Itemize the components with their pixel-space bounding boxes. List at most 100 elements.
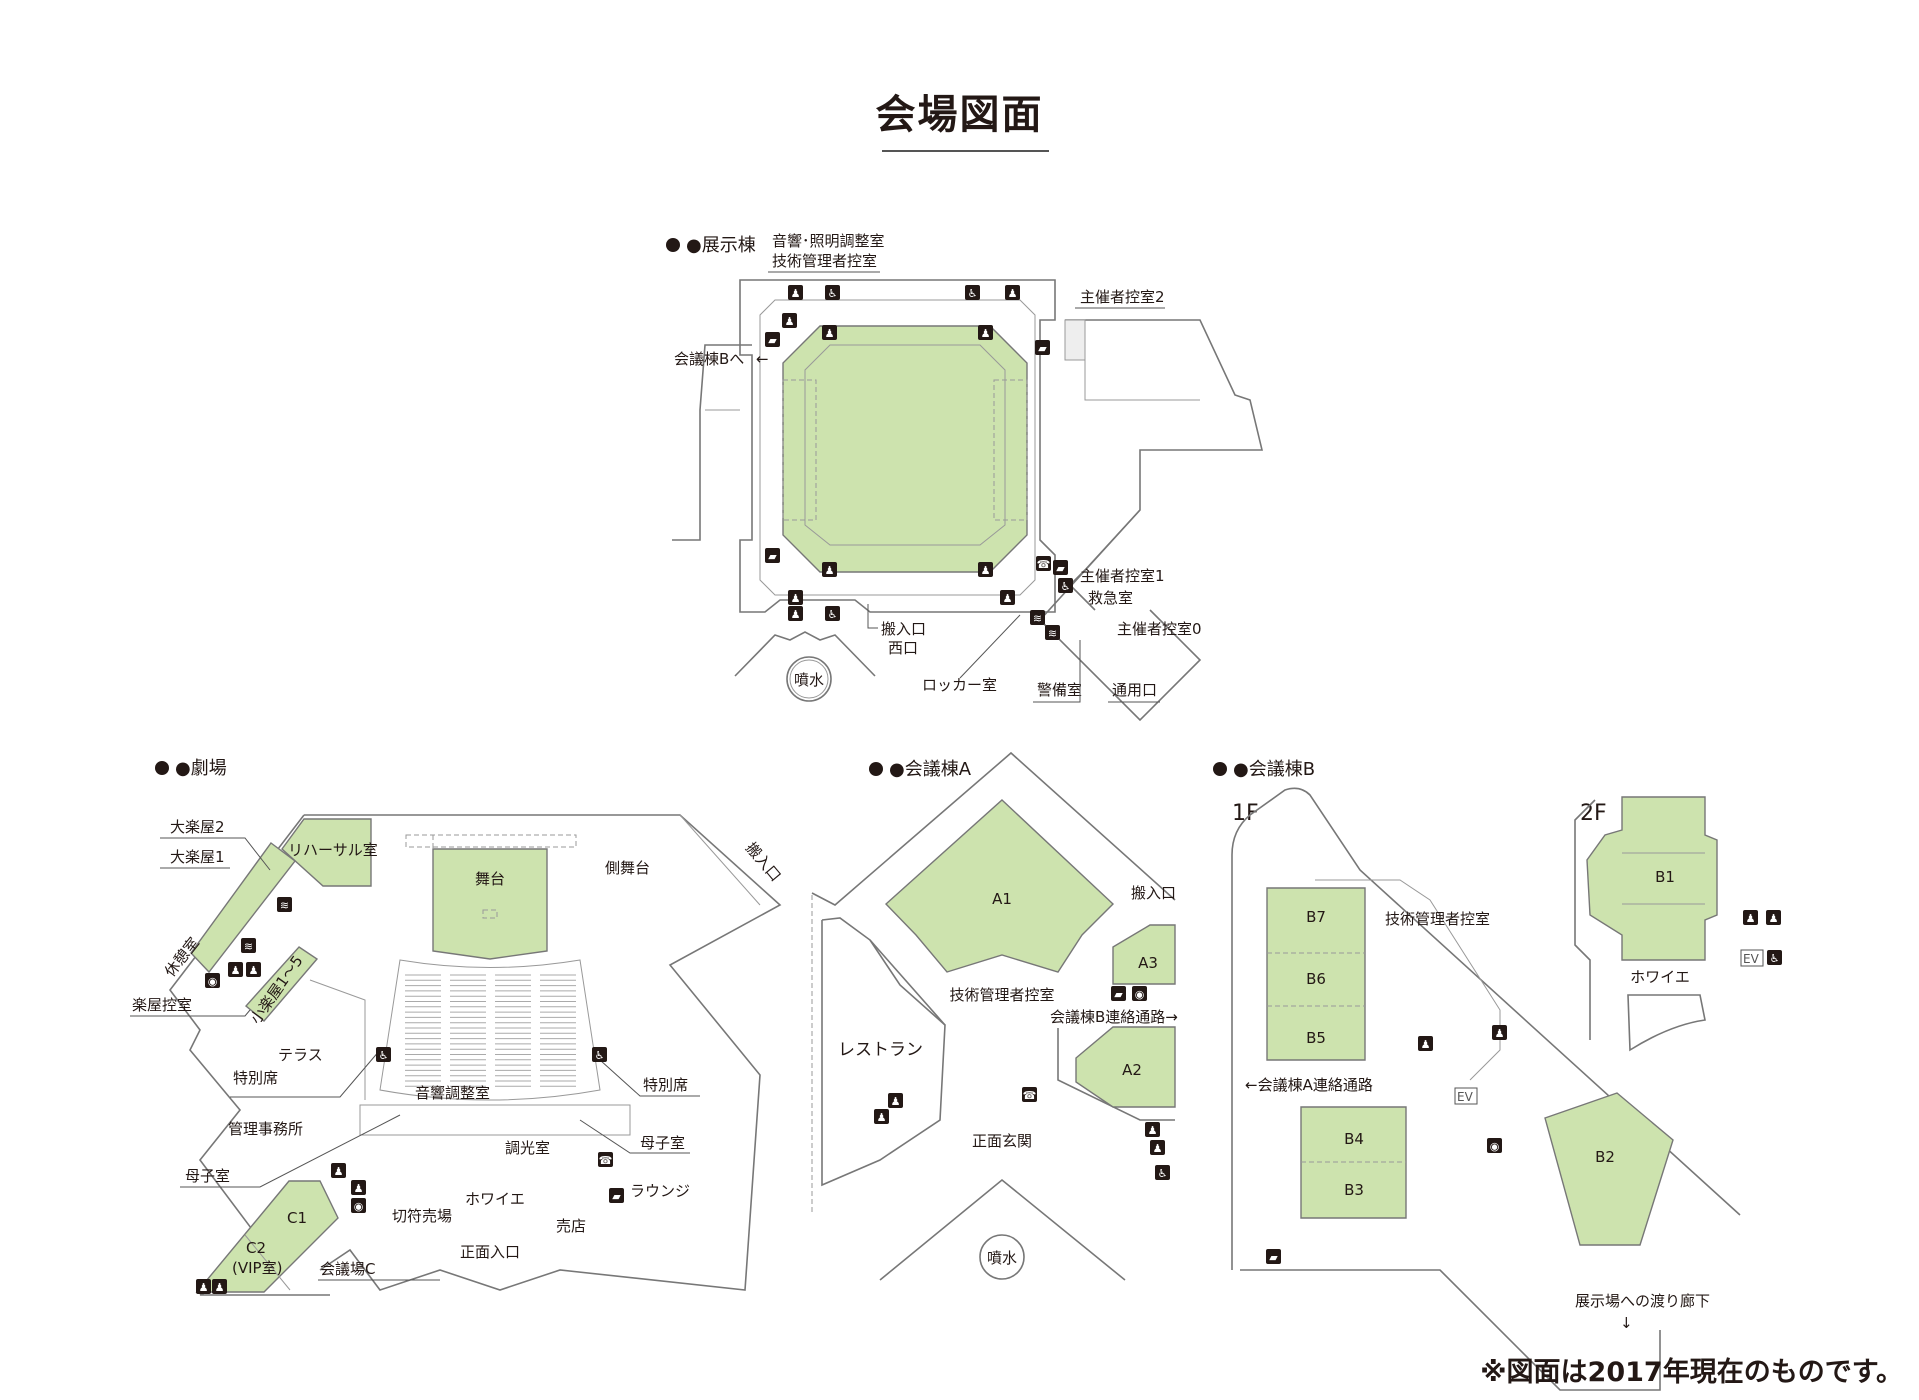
label-room-b4: B4 [1344,1130,1364,1148]
svg-text:☎: ☎ [1023,1089,1037,1102]
label-floor-2f: 2F [1580,801,1607,826]
wheelchair-icon: ♿ [592,1047,607,1062]
smoking-icon: ▰ [765,548,780,563]
svg-text:♟: ♟ [791,592,801,605]
label-service-gate: 通用口 [1112,681,1157,699]
svg-text:◉: ◉ [1490,1140,1500,1153]
svg-text:▰: ▰ [768,334,777,347]
fountain-marker [979,1234,1025,1280]
svg-text:♟: ♟ [1008,287,1018,300]
label-main-entrance: 正面入口 [460,1243,520,1261]
svg-text:♿: ♿ [828,608,838,621]
svg-text:♟: ♟ [1495,1027,1505,1040]
wheelchair-icon: ♿ [825,285,840,300]
svg-text:♟: ♟ [1003,592,1013,605]
nursing-icon: ◉ [1487,1138,1502,1153]
label-foyer: ホワイエ [465,1190,525,1208]
nursing-icon: ◉ [205,973,220,988]
label-organizer-room-0: 主催者控室0 [1117,620,1202,638]
restroom-icon: ♟ [1766,910,1781,925]
label-tech-manager-room: 技術管理者控室 [772,252,877,270]
label-tech-manager-a: 技術管理者控室 [949,986,1054,1004]
svg-text:♿: ♿ [595,1049,605,1062]
label-special-seats-right: 特別席 [643,1076,688,1094]
svg-text:▰: ▰ [768,550,777,563]
restroom-icon: ♟ [1000,590,1015,605]
smoking-icon: ▰ [1266,1249,1281,1264]
svg-text:◉: ◉ [1135,988,1145,1001]
svg-text:♟: ♟ [891,1095,901,1108]
shower-icon: ≋ [1045,625,1060,640]
restroom-icon: ♟ [874,1109,889,1124]
svg-text:♟: ♟ [1421,1038,1431,1051]
theatre-map: ●劇場 大楽屋2 大楽屋1 リハーサル室 舞台 側舞台 搬入口 休憩室 小楽屋1… [130,758,785,1296]
label-room-b5: B5 [1306,1029,1326,1047]
conference-a-outline [811,751,1176,906]
label-to-conference-b-passage: 会議棟B連絡通路→ [1050,1008,1178,1026]
shower-icon: ≋ [277,897,292,912]
label-room-a1: A1 [992,890,1012,908]
restroom-icon: ♟ [788,606,803,621]
label-to-conference-a-passage: ←会議棟A連絡通路 [1245,1076,1373,1094]
svg-text:♟: ♟ [199,1281,209,1294]
wheelchair-icon: ♿ [825,606,840,621]
label-organizer-room-2: 主催者控室2 [1080,288,1165,306]
restroom-icon: ♟ [1005,285,1020,300]
wheelchair-icon: ♿ [965,285,980,300]
svg-text:♿: ♿ [379,1049,389,1062]
shower-icon: ≋ [1030,610,1045,625]
svg-text:◉: ◉ [208,975,218,988]
wheelchair-icon: ♿ [1767,950,1782,965]
label-stage: 舞台 [475,870,505,888]
label-sound-light-room: 音響･照明調整室 [772,232,885,250]
bullet-icon [155,761,169,775]
bullet-icon [869,762,883,776]
rehearsal-room [281,818,372,887]
large-dressing-rooms [190,842,296,974]
svg-text:♿: ♿ [828,287,838,300]
label-foyer-2f: ホワイエ [1630,968,1690,986]
svg-text:≋: ≋ [1033,612,1042,625]
label-rehearsal-room: リハーサル室 [288,841,378,859]
svg-text:♟: ♟ [785,315,795,328]
smoking-icon: ▰ [1053,560,1068,575]
label-organizer-room-1: 主催者控室1 [1080,567,1165,585]
label-conference-c: 会議場C [320,1260,375,1278]
label-room-a3: A3 [1138,954,1158,972]
restroom-icon: ♟ [788,590,803,605]
svg-text:▰: ▰ [1114,988,1123,1001]
arrow-left-icon: ← [756,350,769,368]
label-large-dressing-room-1: 大楽屋1 [170,848,225,866]
svg-text:♟: ♟ [791,608,801,621]
label-shop: 売店 [556,1217,586,1235]
theatre-outline [304,814,782,1291]
label-room-b2: B2 [1595,1148,1615,1166]
auditorium-seats [405,974,576,1087]
arena-floor [782,325,1028,573]
bullet-icon [666,238,680,252]
restroom-icon: ♟ [1418,1036,1433,1051]
conference-a-map: ●会議棟A 噴水 A1 搬入口 A3 技術管理者控室 会議棟B連絡通路→ A2 … [811,751,1178,1281]
exhibition-heading: ●展示棟 [686,235,756,256]
svg-text:▰: ▰ [1038,342,1047,355]
wheelchair-icon: ♿ [376,1047,391,1062]
label-fountain-a: 噴水 [987,1249,1017,1267]
smoking-icon: ▰ [1035,340,1050,355]
restroom-icon: ♟ [331,1163,346,1178]
room-a3 [1112,924,1176,985]
restroom-icon: ♟ [1492,1025,1507,1040]
svg-text:♟: ♟ [334,1165,344,1178]
label-locker-room: ロッカー室 [922,676,997,694]
elevator-icon: EV [1454,1087,1478,1105]
restroom-icon: ♟ [978,562,993,577]
label-room-b6: B6 [1306,970,1326,988]
theatre-heading: ●劇場 [175,758,227,779]
restroom-icon: ♟ [1150,1140,1165,1155]
arrow-down-icon: ↓ [1620,1314,1633,1332]
elevator-label: EV [1743,952,1760,966]
label-to-exhibition-corridor: 展示場への渡り廊下 [1575,1292,1710,1310]
bullet-icon [1213,762,1227,776]
svg-text:☎: ☎ [1037,558,1051,571]
label-room-a2: A2 [1122,1061,1142,1079]
